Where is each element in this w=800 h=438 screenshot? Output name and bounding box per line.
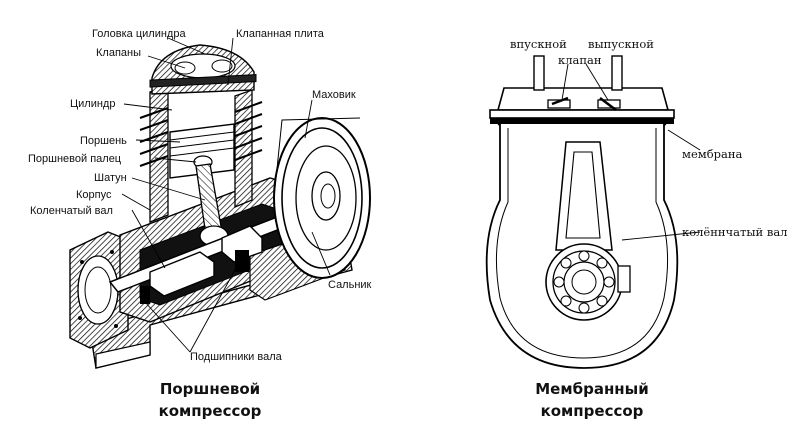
- membrane-connecting-rod: [555, 141, 613, 251]
- label-valve-plate: Клапанная плита: [236, 28, 325, 40]
- membrane-leader-lines: [561, 63, 701, 241]
- caption-piston-line1: Поршневой: [160, 380, 260, 398]
- label-cylinder: Цилиндр: [70, 98, 115, 110]
- label-cylinder-head: Головка цилиндра: [92, 28, 186, 40]
- caption-piston-line2: компрессор: [159, 402, 262, 420]
- label-flywheel: Маховик: [312, 89, 356, 101]
- caption-membrane-line2: компрессор: [541, 402, 644, 420]
- shaft-bearings: [140, 250, 249, 304]
- label-crankshaft: Коленчатый вал: [30, 205, 113, 217]
- caption-membrane-line1: Мембранный: [535, 380, 649, 398]
- label-seal: Сальник: [328, 279, 372, 291]
- membrane-compressor-diagram: впускной выпускной клапан мембрана колён…: [485, 37, 787, 420]
- label-valves: Клапаны: [96, 47, 141, 59]
- label-con-rod: Шатун: [94, 172, 127, 184]
- cover: [489, 55, 675, 124]
- membrane-crankshaft: [545, 243, 631, 321]
- leader-lines: [121, 37, 331, 353]
- piston-compressor-diagram: Головка цилиндра Клапаны Клапанная плита…: [28, 28, 372, 420]
- label-piston: Поршень: [80, 135, 127, 147]
- label-piston-pin: Поршневой палец: [28, 153, 122, 165]
- label-shaft-bearings: Подшипники вала: [190, 351, 283, 363]
- label-outlet: выпускной: [588, 37, 654, 51]
- outlet-pipe: [611, 55, 623, 91]
- inlet-pipe: [533, 55, 545, 91]
- label-membrane: мембрана: [682, 147, 743, 161]
- label-valve: клапан: [558, 53, 602, 67]
- cylinder-head: [149, 44, 257, 95]
- label-inlet: впускной: [510, 37, 567, 51]
- flywheel: [273, 117, 371, 279]
- cylinder: [139, 85, 263, 223]
- label-housing: Корпус: [76, 189, 112, 201]
- label-crankshaft-membrane: колённчатый вал: [682, 225, 787, 239]
- valve-plate: [149, 74, 257, 88]
